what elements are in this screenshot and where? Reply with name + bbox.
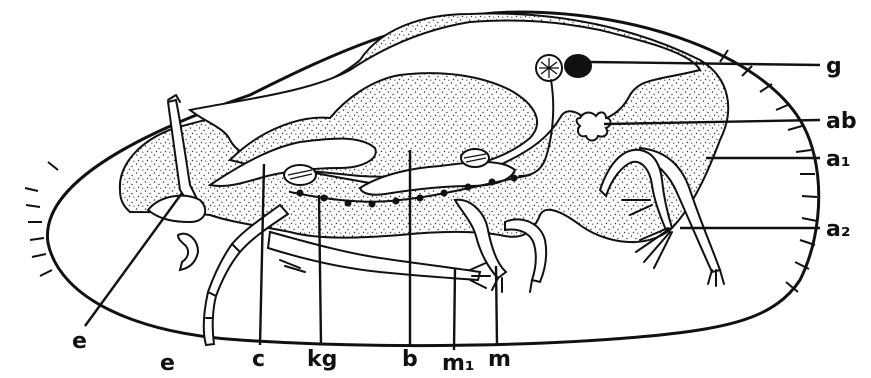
label-a1: a₁ [826,147,850,172]
label-kg: kg [307,347,337,372]
label-m: m [488,347,511,372]
label-a2: a₂ [826,217,850,242]
mandible-m1 [268,232,490,288]
label-e-lower: e [160,351,175,376]
label-c: c [252,347,265,372]
organ-ab [577,112,611,140]
claw-left [178,234,198,270]
label-ab: ab [826,109,857,134]
label-b: b [402,347,418,372]
label-e-left: e [72,329,87,354]
label-g: g [826,54,842,79]
label-m1: m₁ [442,351,475,376]
embryo-body [120,13,728,242]
